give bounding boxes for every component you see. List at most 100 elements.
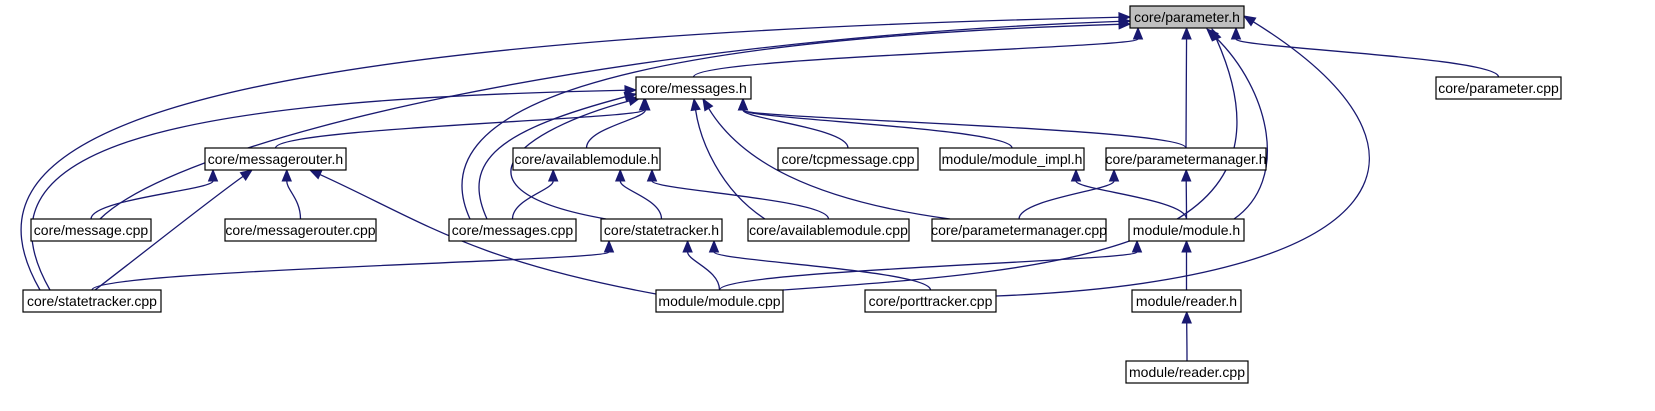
node-label: module/module.cpp <box>658 293 780 309</box>
node-label: core/messages.h <box>640 80 747 96</box>
node-module-impl-h[interactable]: module/module_impl.h <box>939 147 1085 171</box>
edge-porttracker-cpp-to-statetracker-h <box>708 239 932 291</box>
node-message-cpp[interactable]: core/message.cpp <box>30 218 152 242</box>
edge-line <box>694 109 766 220</box>
edge-messages-h-to-parameter-h <box>692 26 1144 78</box>
arrowhead <box>603 239 615 253</box>
edge-line <box>1018 180 1115 220</box>
arrowhead <box>1132 26 1144 40</box>
edge-line <box>91 251 610 291</box>
node-tcpmessage-cpp[interactable]: core/tcpmessage.cpp <box>777 147 919 171</box>
edge-line <box>286 180 302 220</box>
node-module-h[interactable]: module/module.h <box>1128 218 1245 242</box>
arrowhead <box>615 168 626 182</box>
node-label: core/parameter.h <box>1134 9 1240 25</box>
node-box <box>1128 218 1245 242</box>
node-parametermanager-h[interactable]: core/parametermanager.h <box>1105 147 1267 171</box>
arrowhead <box>1181 239 1192 253</box>
arrowhead <box>737 97 749 111</box>
arrowhead <box>646 168 658 182</box>
edge-line <box>686 251 721 291</box>
arrowhead <box>1108 168 1120 182</box>
node-availablemodule-h[interactable]: core/availablemodule.h <box>512 147 661 171</box>
arrowhead <box>1070 168 1082 182</box>
node-box <box>931 218 1107 242</box>
node-box <box>224 218 377 242</box>
node-box <box>777 147 919 171</box>
node-box <box>30 218 152 242</box>
node-messages-cpp[interactable]: core/messages.cpp <box>448 218 577 242</box>
node-statetracker-h[interactable]: core/statetracker.h <box>600 218 723 242</box>
node-parametermanager-cpp[interactable]: core/parametermanager.cpp <box>931 218 1107 242</box>
edge-module-h-to-parametermanager-h <box>1180 168 1192 220</box>
node-reader-h[interactable]: module/reader.h <box>1131 289 1242 313</box>
node-box <box>864 289 997 313</box>
edge-line <box>742 109 1013 149</box>
edge-line <box>713 251 932 291</box>
arrowhead <box>547 168 559 182</box>
node-label: core/messages.cpp <box>452 222 574 238</box>
edge-porttracker-cpp-to-parameter-h <box>995 15 1370 297</box>
arrowhead <box>1181 310 1192 324</box>
edge-statetracker-cpp-to-statetracker-h <box>91 239 615 291</box>
node-box <box>448 218 577 242</box>
edge-line <box>692 38 1139 78</box>
node-availablemodule-cpp[interactable]: core/availablemodule.cpp <box>747 218 910 242</box>
arrowhead <box>640 97 651 111</box>
edge-parametermanager-h-to-messages-h <box>737 97 1187 149</box>
edge-line <box>585 109 646 149</box>
edge-messages-cpp-to-availablemodule-h <box>511 168 559 220</box>
node-box <box>600 218 723 242</box>
edge-parametermanager-cpp-to-messages-h <box>702 97 951 220</box>
edge-availablemodule-cpp-to-messages-h <box>690 97 766 220</box>
arrowhead <box>1230 26 1242 40</box>
edge-line <box>1214 36 1268 220</box>
node-messagerouter-cpp[interactable]: core/messagerouter.cpp <box>224 218 377 242</box>
edge-parameter-cpp-to-parameter-h <box>1230 26 1500 78</box>
edge-line <box>619 180 663 220</box>
edge-line <box>718 251 1138 291</box>
edge-module-h-to-module-impl-h <box>1070 168 1188 220</box>
node-box <box>1129 5 1245 29</box>
node-label: core/availablemodule.cpp <box>749 222 908 238</box>
nodes-layer: core/parameter.h core/messages.h core/para… <box>22 5 1562 384</box>
node-label: core/tcpmessage.cpp <box>781 151 914 167</box>
edge-availablemodule-cpp-to-availablemodule-h <box>646 168 830 220</box>
edge-message-cpp-to-messagerouter-h <box>90 168 219 220</box>
edge-module-cpp-to-statetracker-h <box>682 239 721 291</box>
node-parameter-cpp[interactable]: core/parameter.cpp <box>1435 76 1562 100</box>
arrowhead <box>682 239 693 253</box>
edge-line <box>90 180 214 220</box>
node-parameter-h[interactable]: core/parameter.h <box>1129 5 1245 29</box>
node-porttracker-cpp[interactable]: core/porttracker.cpp <box>864 289 997 313</box>
edge-line <box>1235 38 1500 78</box>
edge-line <box>94 175 244 291</box>
edge-line <box>651 180 830 220</box>
arrowhead <box>1181 26 1192 40</box>
node-label: core/availablemodule.h <box>515 151 659 167</box>
node-box <box>22 289 162 313</box>
arrowhead <box>690 97 701 112</box>
node-box <box>1125 360 1249 384</box>
edge-line <box>99 20 1120 220</box>
node-module-cpp[interactable]: module/module.cpp <box>655 289 784 313</box>
node-statetracker-cpp[interactable]: core/statetracker.cpp <box>22 289 162 313</box>
edge-line <box>461 23 1120 220</box>
edge-availablemodule-h-to-messages-h <box>585 97 651 149</box>
edge-module-impl-h-to-messages-h <box>737 97 1013 149</box>
node-messages-h[interactable]: core/messages.h <box>635 76 752 100</box>
arrowhead <box>708 239 720 253</box>
node-reader-cpp[interactable]: module/reader.cpp <box>1125 360 1249 384</box>
edge-line <box>274 109 645 149</box>
arrowhead <box>624 84 638 96</box>
node-label: module/reader.cpp <box>1129 364 1245 380</box>
edge-line <box>511 180 554 220</box>
node-box <box>512 147 661 171</box>
node-messagerouter-h[interactable]: core/messagerouter.h <box>204 147 347 171</box>
edge-messagerouter-cpp-to-messagerouter-h <box>281 168 302 220</box>
edge-line <box>742 109 1187 149</box>
arrowhead <box>1242 15 1257 27</box>
edge-parametermanager-h-to-parameter-h <box>1181 26 1192 149</box>
edge-module-cpp-to-module-h <box>718 239 1143 291</box>
edge-reader-h-to-module-h <box>1181 239 1192 290</box>
